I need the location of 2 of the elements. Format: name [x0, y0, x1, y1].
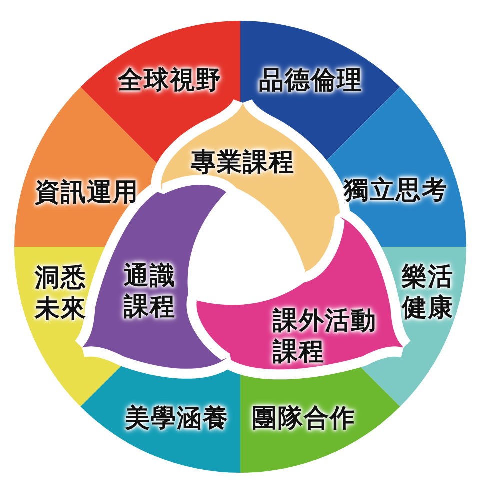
ring-segment: 美學涵養	[80, 366, 241, 473]
ring-segment: 團隊合作	[240, 367, 401, 473]
